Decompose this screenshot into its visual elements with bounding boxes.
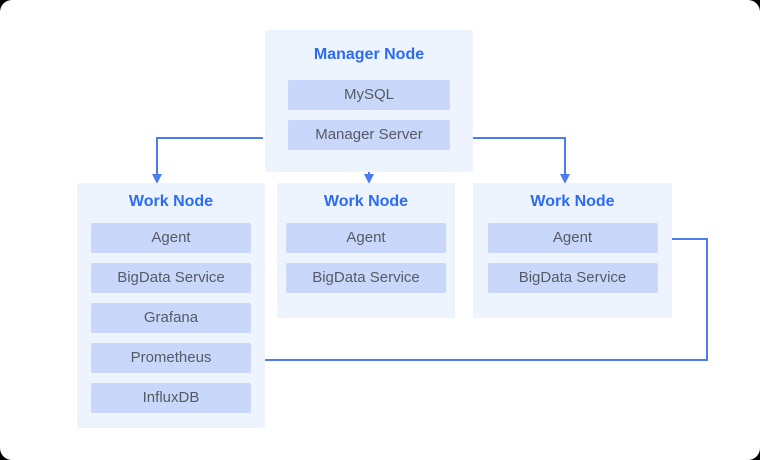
prometheus-box: Prometheus xyxy=(91,343,251,373)
bigdata-service-box: BigData Service xyxy=(487,263,658,293)
agent-box: Agent xyxy=(487,223,658,253)
manager-node-title: Manager Node xyxy=(313,46,425,63)
manager-node-panel: Manager Node MySQL Manager Server xyxy=(265,30,473,172)
bigdata-service-box: BigData Service xyxy=(286,263,446,293)
mysql-box: MySQL xyxy=(288,80,450,110)
bigdata-service-box: BigData Service xyxy=(91,263,251,293)
work-node-3-panel: Work Node Agent BigData Service xyxy=(473,183,672,318)
work-node-1-title: Work Node xyxy=(128,193,214,210)
edge-manager-to-worker1 xyxy=(156,137,263,175)
manager-server-box: Manager Server xyxy=(288,120,450,150)
influxdb-box: InfluxDB xyxy=(91,383,251,413)
work-node-3-title: Work Node xyxy=(530,193,615,210)
work-node-2-title: Work Node xyxy=(323,193,409,210)
agent-box: Agent xyxy=(286,223,446,253)
agent-box: Agent xyxy=(91,223,251,253)
edge-manager-to-worker3 xyxy=(473,137,566,175)
grafana-box: Grafana xyxy=(91,303,251,333)
work-node-2-panel: Work Node Agent BigData Service xyxy=(277,183,455,318)
work-node-1-panel: Work Node Agent BigData Service Grafana … xyxy=(77,183,265,428)
